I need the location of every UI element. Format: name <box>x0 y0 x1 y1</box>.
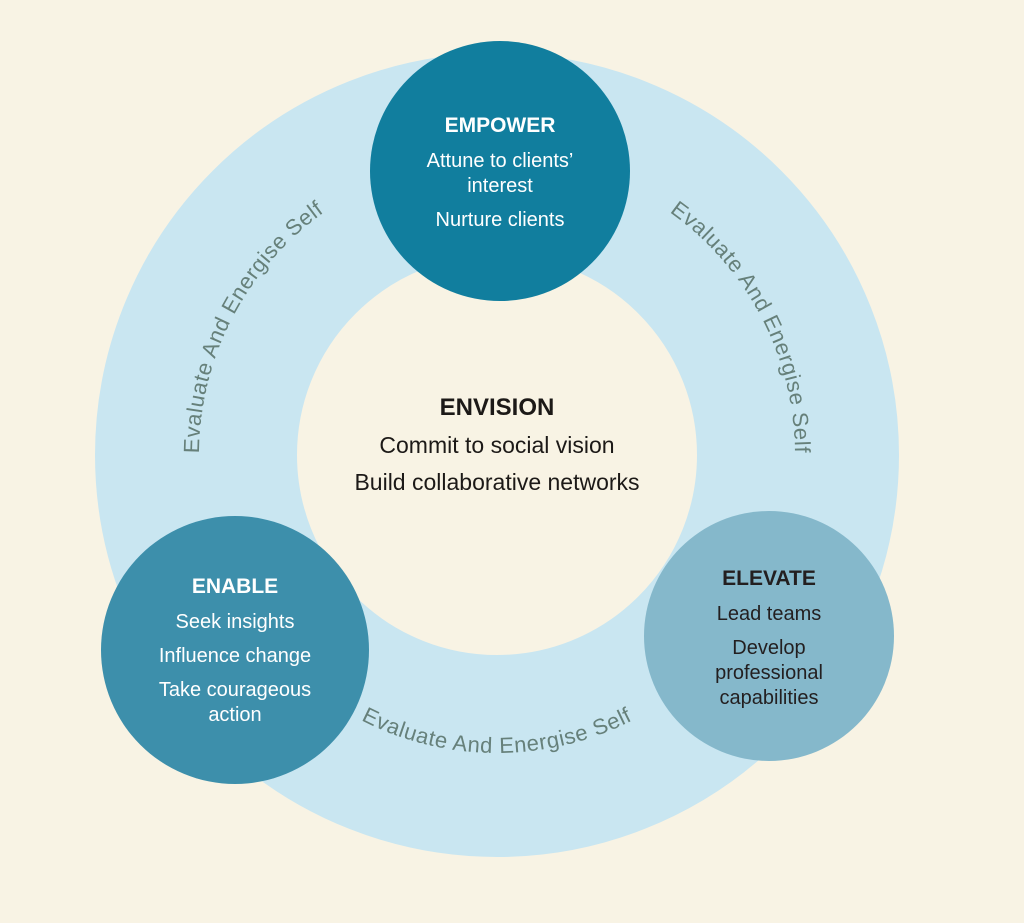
enable-circle <box>101 516 369 784</box>
elevate-title: ELEVATE <box>722 567 816 590</box>
envision-line-2: Build collaborative networks <box>354 469 640 495</box>
enable-line-3: Take courageous action <box>158 679 312 726</box>
enable-line-1: Seek insights <box>175 611 295 633</box>
elevate-circle <box>644 511 894 761</box>
enable-line-2: Influence change <box>158 645 312 667</box>
envision-title: ENVISION <box>439 394 555 421</box>
elevate-line-1: Lead teams <box>716 603 822 625</box>
empower-node: EMPOWER Attune to clients’ interest Nurt… <box>390 112 610 233</box>
empower-line-2: Nurture clients <box>435 209 565 231</box>
enable-title: ENABLE <box>191 575 279 598</box>
envision-center: ENVISION Commit to social vision Build c… <box>332 393 662 496</box>
empower-title: EMPOWER <box>444 114 556 137</box>
elevate-node: ELEVATE Lead teams Develop professional … <box>684 565 854 711</box>
empower-line-1: Attune to clients’ interest <box>426 150 574 197</box>
empower-circle <box>370 41 630 301</box>
elevate-line-2: Develop professional capabilities <box>715 637 823 709</box>
enable-node: ENABLE Seek insights Influence change Ta… <box>125 573 345 728</box>
envision-line-1: Commit to social vision <box>379 432 615 458</box>
